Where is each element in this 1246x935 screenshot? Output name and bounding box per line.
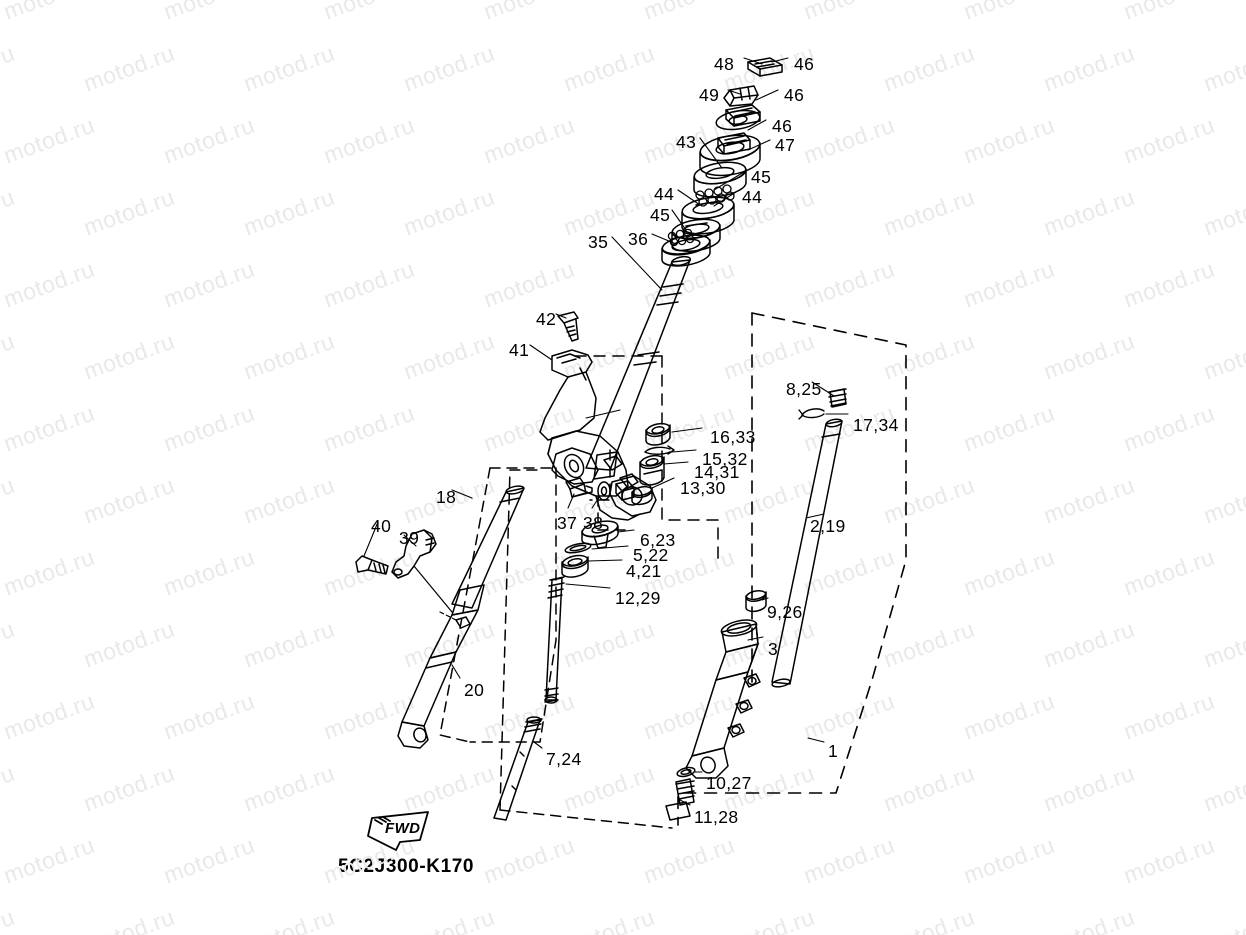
part-18-20-left-fork-leg [397,485,525,749]
part-2-19-inner-tube [771,418,843,688]
callout-41: 41 [509,340,530,360]
part-7-24-damper-rod [493,716,543,821]
part-39-bracket [391,529,437,579]
part-8-25-spacer [828,388,847,408]
callout-9-26: 9,26 [767,602,803,622]
callout-6-23: 6,23 [640,530,676,550]
part-4-21-bush [561,554,589,578]
callout-7-24: 7,24 [546,749,582,769]
callout-2-19: 2,19 [810,516,846,536]
callout-40: 40 [371,516,392,536]
part-37-bolt [565,477,593,498]
callout-38: 38 [583,513,604,533]
part-3-outer-tube [685,619,761,779]
group-boundary-left-fork [439,467,557,743]
part-38-washer [597,481,611,501]
callout-8-25: 8,25 [786,379,822,399]
callout-1: 1 [828,741,839,761]
callout-36: 36 [628,229,649,249]
callout-47: 47 [775,135,796,155]
part-36-dust-seal [661,234,711,267]
part-17-34-circlip [798,408,825,420]
callout-13-30: 13,30 [680,478,726,498]
callout-10-27: 10,27 [706,773,752,793]
part-15-32-clip [644,445,675,455]
callout-11-28: 11,28 [694,807,739,827]
leader-lines [363,57,849,806]
callout-15-32: 15,32 [702,449,748,469]
callout-16-33: 16,33 [710,427,756,447]
part-48-lockwasher [723,85,759,107]
fwd-arrow [367,811,429,851]
fwd-label: FWD [385,820,421,837]
callout-20: 20 [464,680,485,700]
callout-46: 46 [794,54,815,74]
group-boundary-right [677,312,907,826]
callout-42: 42 [536,309,557,329]
part-46-top [747,57,783,77]
callout-48: 48 [714,54,735,74]
callout-5-22: 5,22 [633,545,669,565]
drawing-code: 5C2J300-K170 [338,856,475,877]
part-9-26-bush [745,589,767,613]
callout-44: 44 [742,187,763,207]
part-12-29-damper-rod [544,576,565,704]
part-49-washer [715,109,761,131]
part-13-30-slide-bush [631,485,653,506]
callout-35: 35 [588,232,609,252]
callout-39: 39 [399,528,420,548]
callout-46: 46 [772,116,793,136]
part-10-27-washer [676,766,696,778]
part-35-steering-stem [585,255,692,480]
callout-43: 43 [676,132,697,152]
callout-3: 3 [768,639,779,659]
callout-18: 18 [436,487,457,507]
part-40-bolt [355,555,389,575]
under-bracket [547,430,657,521]
part-42-bolt [557,311,579,342]
part-16-33-oil-seal [645,422,671,446]
callout-17-34: 17,34 [853,415,899,435]
callout-46: 46 [784,85,805,105]
callout-37: 37 [557,513,578,533]
callout-49: 49 [699,85,720,105]
callout-44: 44 [654,184,675,204]
group-boundary-middle [573,355,719,561]
callout-45: 45 [650,205,671,225]
callout-4-21: 4,21 [626,561,662,581]
part-14-31-guide-bush [639,454,665,486]
callout-12-29: 12,29 [615,588,661,608]
callout-45: 45 [751,167,772,187]
callout-14-31: 14,31 [694,462,740,482]
part-43-upper-race [693,161,747,198]
part-5-22-oring [564,542,592,554]
part-11-28-bolt [665,778,695,821]
